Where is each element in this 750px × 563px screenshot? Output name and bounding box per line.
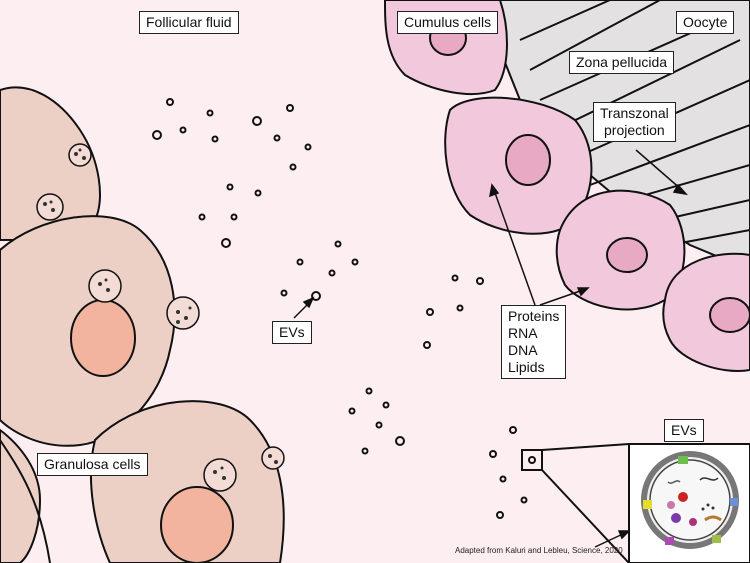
ev-detail	[641, 451, 739, 549]
cumulus-cells	[384, 0, 750, 372]
transzonal-label-line2: projection	[604, 122, 665, 138]
extracellular-vesicles	[152, 98, 528, 519]
follicular-fluid-label: Follicular fluid	[139, 11, 239, 34]
granulosa-cells-label: Granulosa cells	[37, 453, 148, 476]
cargo-dna: DNA	[508, 342, 538, 358]
transzonal-projection-label: Transzonal projection	[593, 102, 676, 142]
source-credit: Adapted from Kaluri and Lebleu, Science,…	[455, 546, 623, 555]
zona-pellucida-label: Zona pellucida	[569, 51, 675, 74]
cargo-label: Proteins RNA DNA Lipids	[501, 305, 567, 379]
granulosa-cells	[0, 86, 285, 563]
evs-inset-label: EVs	[664, 419, 704, 442]
transzonal-label-line1: Transzonal	[600, 105, 669, 121]
cargo-rna: RNA	[508, 325, 538, 341]
arrows	[293, 149, 688, 548]
budding-vesicles	[36, 143, 285, 492]
cargo-lipids: Lipids	[508, 359, 545, 375]
cargo-proteins: Proteins	[508, 308, 560, 324]
vesicle-cargo-dots	[43, 148, 278, 480]
oocyte-label: Oocyte	[676, 11, 735, 34]
cumulus-cells-label: Cumulus cells	[397, 11, 499, 34]
evs-label: EVs	[272, 321, 312, 344]
